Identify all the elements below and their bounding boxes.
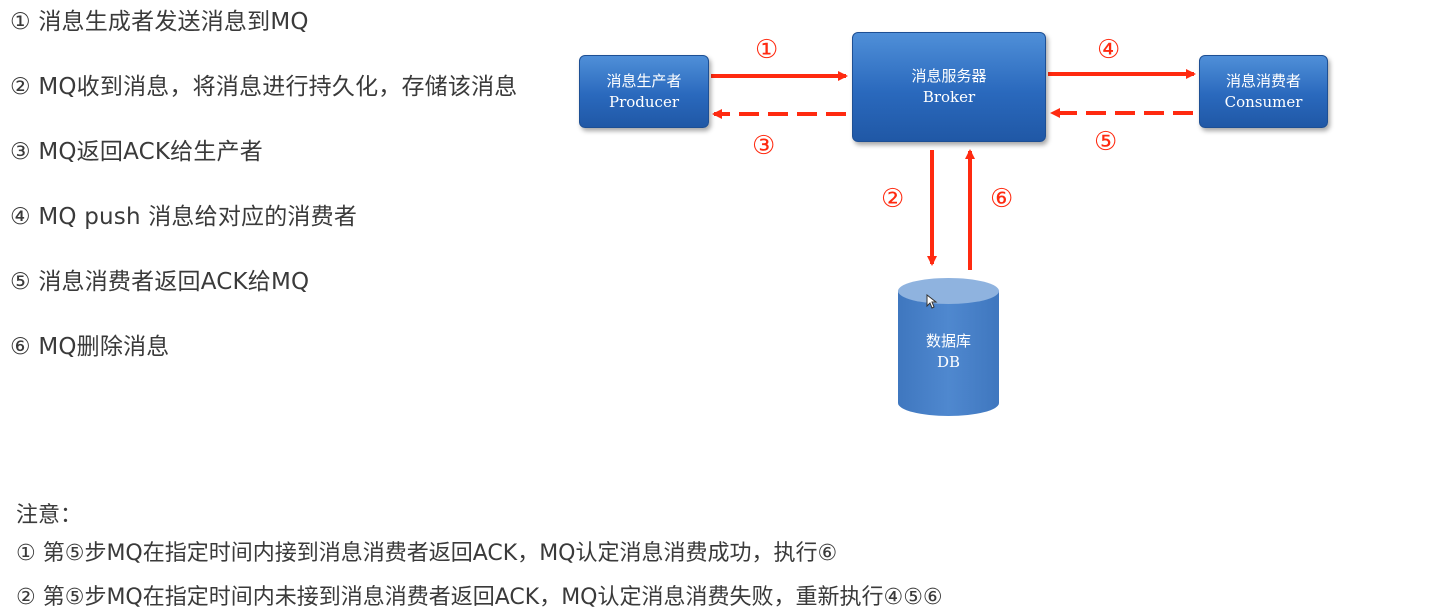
db-label: 数据库 DB — [898, 331, 999, 373]
step-1: ① 消息生成者发送消息到MQ — [10, 9, 309, 35]
db-label-en: DB — [936, 353, 961, 371]
broker-box: 消息服务器 Broker — [852, 32, 1046, 142]
arrow-label-6: ⑥ — [990, 184, 1014, 214]
arrow-label-5: ⑤ — [1094, 127, 1118, 157]
step-4: ④ MQ push 消息给对应的消费者 — [10, 204, 358, 230]
arrow-label-2: ② — [881, 184, 905, 214]
consumer-box: 消息消费者 Consumer — [1199, 55, 1328, 128]
notes-title: 注意： — [16, 503, 83, 528]
producer-label-cn: 消息生产者 — [606, 71, 682, 90]
arrow-label-3: ③ — [752, 131, 776, 161]
database-cylinder-icon — [898, 278, 999, 416]
producer-label-en: Producer — [608, 92, 679, 111]
arrow-label-4: ④ — [1097, 35, 1121, 65]
consumer-label-en: Consumer — [1224, 92, 1303, 111]
broker-label-en: Broker — [922, 88, 976, 106]
arrow-label-1: ① — [755, 35, 779, 65]
note-item-1: ① 第⑤步MQ在指定时间内接到消息消费者返回ACK，MQ认定消息消费成功，执行⑥ — [16, 541, 838, 566]
db-label-cn: 数据库 — [925, 332, 971, 350]
step-6: ⑥ MQ删除消息 — [10, 334, 170, 360]
broker-label-cn: 消息服务器 — [911, 67, 987, 85]
step-3: ③ MQ返回ACK给生产者 — [10, 139, 263, 165]
producer-box: 消息生产者 Producer — [579, 55, 709, 128]
note-item-2: ② 第⑤步MQ在指定时间内未接到消息消费者返回ACK，MQ认定消息消费失败，重新… — [16, 585, 943, 610]
step-5: ⑤ 消息消费者返回ACK给MQ — [10, 269, 310, 295]
mouse-cursor-icon — [926, 294, 938, 309]
consumer-label-cn: 消息消费者 — [1225, 71, 1301, 90]
step-2: ② MQ收到消息，将消息进行持久化，存储该消息 — [10, 74, 518, 100]
